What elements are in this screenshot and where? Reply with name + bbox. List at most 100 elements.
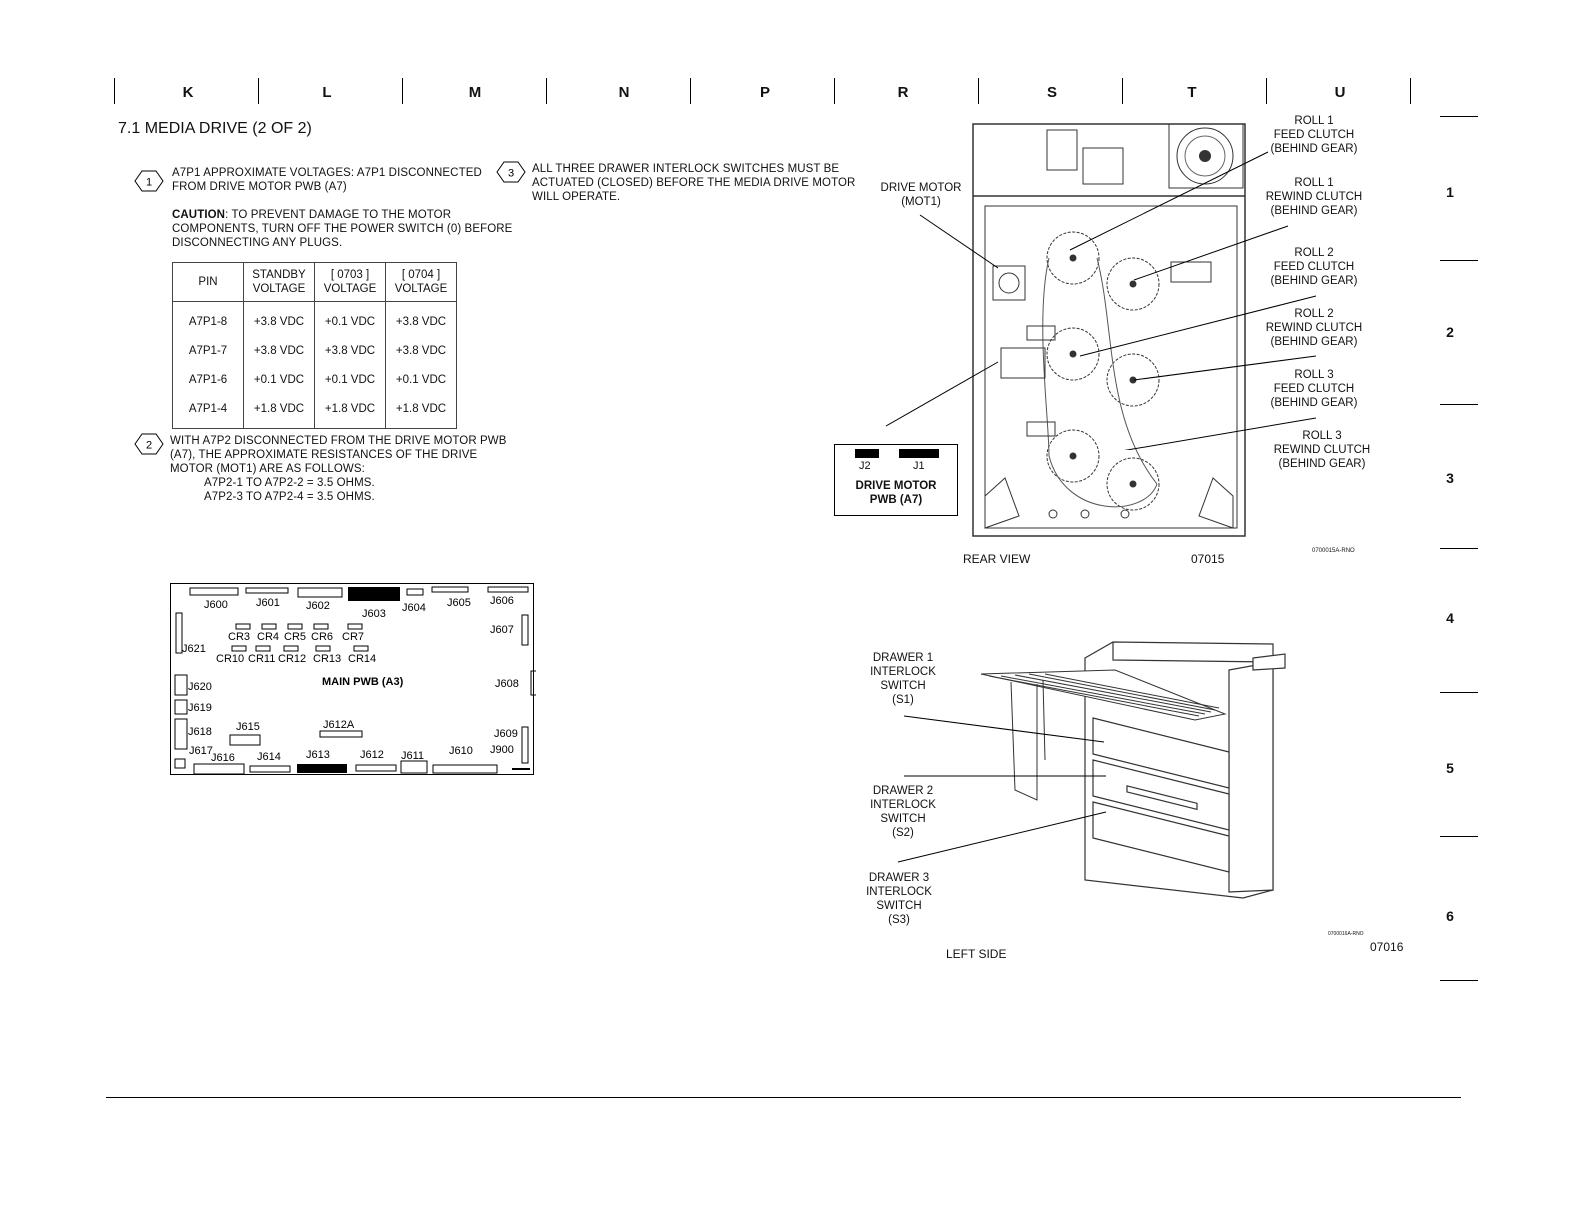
row-divider <box>1440 116 1478 117</box>
connector-label: J900 <box>490 744 514 756</box>
connector-label: J606 <box>490 595 514 607</box>
label-line: (BEHIND GEAR) <box>1270 275 1358 287</box>
connector-label: J601 <box>256 597 280 609</box>
label-line: ROLL 1 <box>1294 115 1334 127</box>
label-line: DRIVE MOTOR <box>855 480 937 492</box>
label-line: SWITCH <box>880 680 926 692</box>
drive-motor-pwb-title: DRIVE MOTOR PWB (A7) <box>835 479 957 507</box>
diode-label: CR5 <box>284 631 306 643</box>
label-line: FEED CLUTCH <box>1273 383 1355 395</box>
table-cell: +0.1 VDC <box>243 365 315 394</box>
column-letter: N <box>618 84 630 101</box>
connector-label: J609 <box>494 728 518 740</box>
table-cell: +0.1 VDC <box>314 365 386 394</box>
rear-view-machine-drawing <box>972 123 1246 537</box>
table-header: PIN <box>172 262 244 302</box>
column-letter: R <box>897 84 909 101</box>
connector-label: J604 <box>402 602 426 614</box>
note-2-text: WITH A7P2 DISCONNECTED FROM THE DRIVE MO… <box>170 435 507 475</box>
column-divider <box>1122 78 1123 104</box>
note-2-number: 2 <box>146 440 152 452</box>
table-cell: A7P1-8 <box>172 301 244 336</box>
diode-label: CR6 <box>311 631 333 643</box>
connector-label: J612A <box>323 719 355 731</box>
roll-3-rewind-clutch-label: ROLL 3 REWIND CLUTCH (BEHIND GEAR) <box>1270 429 1374 471</box>
note-3-hexagon-icon: 3 <box>496 161 526 183</box>
label-line: ROLL 2 <box>1294 308 1334 320</box>
diode-label: CR13 <box>313 653 341 665</box>
connector-label: J620 <box>188 681 212 693</box>
row-number: 5 <box>1446 760 1454 776</box>
row-divider <box>1440 836 1478 837</box>
row-divider <box>1440 980 1478 981</box>
note-3-text: ALL THREE DRAWER INTERLOCK SWITCHES MUST… <box>532 163 856 203</box>
note-1-hexagon-icon: 1 <box>134 170 164 192</box>
table-row: A7P1-7 +3.8 VDC +3.8 VDC +3.8 VDC <box>172 336 457 365</box>
rear-view-small-id: 0700015A-RNO <box>1312 548 1355 554</box>
table-cell: +3.8 VDC <box>243 336 315 365</box>
diode-label: CR7 <box>342 631 364 643</box>
label-line: DRIVE MOTOR <box>880 182 962 194</box>
row-number: 2 <box>1446 324 1454 340</box>
column-letter: P <box>759 84 770 101</box>
rear-view-caption: REAR VIEW <box>963 552 1031 566</box>
table-cell: +0.1 VDC <box>385 365 457 394</box>
label-line: PWB (A7) <box>869 494 923 506</box>
left-side-machine-drawing <box>980 641 1286 899</box>
connector-label: J621 <box>182 643 206 655</box>
roll-1-rewind-clutch-label: ROLL 1 REWIND CLUTCH (BEHIND GEAR) <box>1262 176 1366 218</box>
diode-label: CR10 <box>216 653 244 665</box>
row-divider <box>1440 260 1478 261</box>
column-divider <box>1410 78 1411 104</box>
label-line: (MOT1) <box>901 196 941 208</box>
label-line: (S3) <box>888 914 910 926</box>
label-line: ROLL 2 <box>1294 247 1334 259</box>
label-line: (BEHIND GEAR) <box>1270 397 1358 409</box>
table-cell: +3.8 VDC <box>243 301 315 336</box>
table-cell: +3.8 VDC <box>385 336 457 365</box>
diode-label: CR4 <box>257 631 279 643</box>
row-number: 4 <box>1446 610 1454 626</box>
label-line: ROLL 3 <box>1294 369 1334 381</box>
table-cell: A7P1-7 <box>172 336 244 365</box>
column-letter: S <box>1046 84 1057 101</box>
diode-label: CR14 <box>348 653 376 665</box>
note-2-line-1: A7P2-1 TO A7P2-2 = 3.5 OHMS. <box>204 477 375 489</box>
column-letter: U <box>1334 84 1346 101</box>
connector-label: J610 <box>449 745 473 757</box>
left-side-figure-number: 07016 <box>1370 940 1404 954</box>
left-side-caption: LEFT SIDE <box>946 947 1007 961</box>
column-divider <box>1266 78 1267 104</box>
table-cell: +0.1 VDC <box>314 301 386 336</box>
table-row: A7P1-6 +0.1 VDC +0.1 VDC +0.1 VDC <box>172 365 457 394</box>
label-line: ROLL 3 <box>1302 430 1342 442</box>
connector-label: J602 <box>306 600 330 612</box>
roll-1-feed-clutch-label: ROLL 1 FEED CLUTCH (BEHIND GEAR) <box>1262 114 1366 156</box>
roll-3-feed-clutch-label: ROLL 3 FEED CLUTCH (BEHIND GEAR) <box>1262 368 1366 410</box>
footer-rule <box>106 1097 1461 1098</box>
label-line: DRAWER 3 <box>868 872 930 884</box>
label-line: REWIND CLUTCH <box>1273 444 1371 456</box>
column-letter: T <box>1187 84 1197 101</box>
main-pwb-diagram: J600 J601 J602 J603 J604 J605 J606 J607 … <box>170 583 536 775</box>
page-title: 7.1 MEDIA DRIVE (2 OF 2) <box>118 120 312 137</box>
rear-view-figure-number: 07015 <box>1191 552 1225 566</box>
label-line: DRAWER 1 <box>872 652 934 664</box>
drawer-2-interlock-switch-label: DRAWER 2 INTERLOCK SWITCH (S2) <box>858 784 948 840</box>
note-1-number: 1 <box>146 177 152 189</box>
label-line: REWIND CLUTCH <box>1265 191 1363 203</box>
diode-label: CR3 <box>228 631 250 643</box>
table-cell: +1.8 VDC <box>385 394 457 429</box>
connector-label: J600 <box>204 599 228 611</box>
column-letter: K <box>182 84 194 101</box>
label-line: (S1) <box>892 694 914 706</box>
column-divider <box>114 78 115 104</box>
row-number: 6 <box>1446 908 1454 924</box>
table-cell: +3.8 VDC <box>385 301 457 336</box>
connector-label: J603 <box>362 608 386 620</box>
table-header: [ 0703 ]VOLTAGE <box>314 262 386 302</box>
row-number: 3 <box>1446 470 1454 486</box>
note-3-number: 3 <box>508 168 514 180</box>
label-line: (BEHIND GEAR) <box>1270 205 1358 217</box>
drive-motor-label: DRIVE MOTOR (MOT1) <box>876 181 966 209</box>
